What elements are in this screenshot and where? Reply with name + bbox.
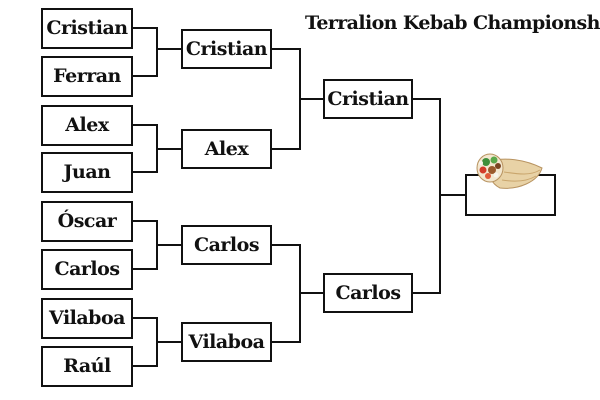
connector-r2-bottom: [272, 244, 301, 343]
round2-slot-2: Alex: [181, 129, 272, 169]
round1-slot-1: Cristian: [41, 8, 133, 49]
connector-r1-pair4: [133, 317, 158, 367]
round1-slot-6: Carlos: [41, 249, 133, 290]
connector-semifinal: [413, 98, 441, 294]
round1-slot-2: Ferran: [41, 56, 133, 97]
round1-slot-8: Raúl: [41, 346, 133, 387]
semifinal-slot-1: Cristian: [323, 79, 413, 119]
page-title: Terralion Kebab Championship: [305, 12, 600, 34]
kebab-wrap-icon: [476, 153, 543, 189]
round2-slot-4: Vilaboa: [181, 322, 272, 362]
round1-slot-3: Alex: [41, 105, 133, 146]
round1-slot-5: Óscar: [41, 201, 133, 242]
connector-r1-pair3: [133, 220, 158, 270]
round1-slot-7: Vilaboa: [41, 298, 133, 339]
round1-slot-4: Juan: [41, 152, 133, 193]
connector-r1-pair2: [133, 124, 158, 173]
connector-r2-top: [272, 48, 301, 150]
round2-slot-3: Carlos: [181, 225, 272, 265]
connector-r1-pair1: [133, 27, 158, 77]
round2-slot-1: Cristian: [181, 29, 272, 69]
semifinal-slot-2: Carlos: [323, 273, 413, 313]
